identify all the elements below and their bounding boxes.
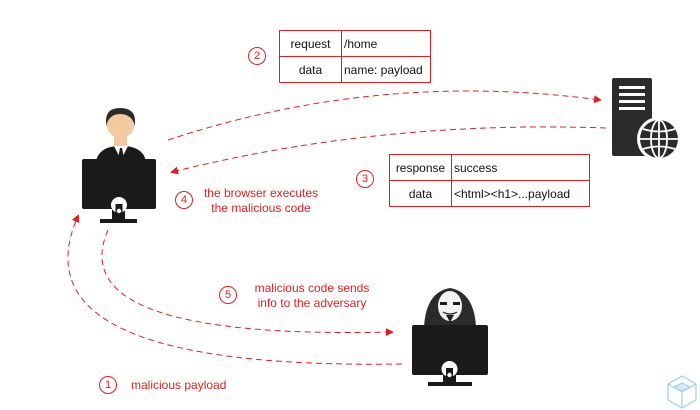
step-5-label-line: info to the adversary — [257, 296, 367, 310]
table-row: data <html><h1>...payload — [390, 180, 589, 206]
step-4-label-line: the malicious code — [211, 201, 311, 215]
data-key-cell: data — [280, 57, 342, 82]
step-5-label: malicious code sends info to the adversa… — [250, 281, 374, 311]
data-value-cell: <html><h1>...payload — [454, 186, 571, 201]
table-row: request /home — [280, 31, 430, 56]
request-value-cell: /home — [344, 36, 378, 51]
arrow-server-to-user — [170, 126, 607, 175]
web-server-icon — [612, 78, 681, 161]
table-row: data name: payload — [280, 56, 430, 82]
step-5-badge: 5 — [219, 286, 237, 304]
request-table: request /home data name: payload — [279, 30, 431, 83]
data-key-cell: data — [390, 181, 452, 206]
step-4-badge: 4 — [175, 191, 193, 209]
step-2-badge: 2 — [248, 47, 266, 65]
response-table: response success data <html><h1>...paylo… — [389, 154, 590, 207]
arrow-user-to-server — [167, 90, 602, 141]
data-value-cell: name: payload — [344, 62, 423, 77]
cube-logo-icon — [667, 375, 697, 409]
step-3-badge: 3 — [356, 170, 374, 188]
step-1-label: malicious payload — [131, 378, 227, 392]
arrow-adversary-to-user — [67, 214, 403, 365]
request-key-cell: request — [280, 31, 342, 56]
user-at-computer-icon — [82, 108, 156, 223]
step-5-label-line: malicious code sends — [254, 281, 370, 295]
step-4-label: the browser executes the malicious code — [200, 186, 322, 216]
response-value-cell: success — [454, 160, 498, 175]
hacker-at-computer-icon — [412, 288, 488, 386]
arrow-user-to-adversary — [101, 229, 394, 337]
step-1-badge: 1 — [99, 376, 117, 394]
step-4-label-line: the browser executes — [203, 186, 319, 200]
response-key-cell: response — [390, 155, 452, 180]
table-row: response success — [390, 155, 589, 180]
